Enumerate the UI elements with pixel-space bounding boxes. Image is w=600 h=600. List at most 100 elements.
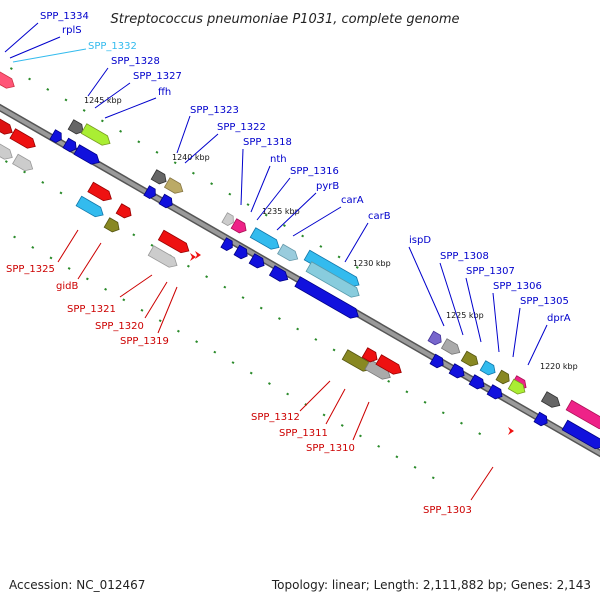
ruler-dot [355, 266, 359, 269]
gene-feature [565, 399, 600, 430]
gene-arrow [0, 114, 13, 135]
gene-arrow [73, 144, 100, 165]
ruler-dot [9, 67, 13, 70]
gene-feature [540, 391, 561, 408]
marker-arrow [190, 253, 196, 261]
leader-line [12, 48, 87, 63]
accession-text: Accession: NC_012467 [9, 578, 146, 592]
gene-arrow [479, 360, 496, 376]
gene-label-reverse: SPP_1325 [6, 264, 55, 275]
leader-line [276, 192, 317, 231]
gene-feature [49, 129, 62, 144]
ruler-dot [395, 455, 399, 459]
ruler-dot [155, 150, 159, 154]
gene-label-reverse: SPP_1321 [67, 304, 116, 315]
ruler-dot [150, 243, 154, 247]
ruler-dot [359, 434, 362, 438]
ruler-dot [100, 119, 104, 123]
ruler-dot [85, 277, 89, 281]
gene-label-reverse: SPP_1319 [120, 336, 169, 347]
ruler-dot [241, 296, 245, 300]
gene-label-forward: nth [270, 154, 287, 165]
gene-feature [9, 128, 36, 149]
gene-arrow [87, 181, 112, 202]
gene-arrow [9, 128, 36, 149]
gene-arrow [103, 217, 120, 233]
gene-feature [12, 153, 34, 172]
gene-arrow [277, 243, 299, 262]
gene-feature [507, 378, 526, 395]
gene-feature [103, 217, 120, 233]
gene-feature [150, 169, 167, 185]
gene-feature [0, 114, 13, 135]
gene-feature [533, 411, 548, 427]
gene-arrow [230, 218, 247, 234]
gene-arrow [427, 330, 442, 346]
gene-label-forward: ffh [158, 87, 171, 98]
gene-label-reverse: SPP_1303 [423, 505, 472, 516]
marker-arrow [508, 427, 514, 435]
ruler-dot [41, 181, 45, 184]
ruler-dot [122, 298, 126, 302]
gene-feature [294, 276, 359, 319]
gene-feature [429, 353, 444, 369]
gene-arrow [507, 378, 526, 395]
ruler-dot [387, 379, 391, 383]
gene-arrow [248, 253, 265, 269]
gene-feature [143, 185, 156, 200]
ruler-dot [67, 266, 71, 270]
ruler-dot [296, 327, 300, 331]
gene-label-reverse: SPP_1311 [279, 428, 328, 439]
gene-feature [375, 354, 402, 375]
gene-label-reverse: SPP_1310 [306, 443, 355, 454]
ruler-dot [23, 170, 27, 174]
gene-label-forward: SPP_1322 [217, 122, 266, 133]
gene-feature [0, 139, 13, 160]
gene-arrow [268, 265, 289, 282]
gene-arrow [448, 363, 465, 379]
gene-label-forward: ispD [409, 235, 431, 246]
ruler-dot [423, 400, 427, 404]
leader-line [439, 262, 464, 336]
leader-line [184, 133, 219, 164]
gene-feature [468, 374, 485, 390]
gene-arrow [220, 237, 233, 252]
gene-arrow [533, 411, 548, 427]
gene-feature [427, 330, 442, 346]
gene-arrow [303, 249, 360, 288]
gene-arrow [305, 261, 360, 298]
gene-label-reverse: SPP_1320 [95, 321, 144, 332]
leader-line [119, 274, 153, 298]
gene-arrow [540, 391, 561, 408]
gene-feature [0, 68, 15, 89]
ruler-dot [249, 371, 253, 375]
ruler-dot [413, 465, 417, 469]
gene-feature [115, 203, 132, 219]
gene-feature [73, 144, 100, 165]
ruler-dot [28, 77, 32, 81]
gene-label-forward: dprA [547, 313, 571, 324]
gene-feature [460, 350, 479, 367]
gene-feature [221, 212, 234, 227]
leader-line [299, 380, 331, 412]
leader-line [352, 401, 370, 441]
gene-feature [305, 261, 360, 298]
ruler-dot [259, 306, 263, 310]
ruler-dot [104, 287, 108, 291]
gene-label-forward: SPP_1308 [440, 251, 489, 262]
gene-arrow [561, 419, 600, 450]
kbp-marker: 1245 kbp [84, 96, 122, 105]
gene-label-forward: SPP_1306 [493, 281, 542, 292]
gene-arrow [565, 399, 600, 430]
ruler-dot [132, 233, 136, 237]
leader-line [144, 281, 168, 319]
gene-arrow [62, 137, 77, 153]
gene-feature [233, 244, 248, 260]
gene-feature [220, 237, 233, 252]
gene-label-forward: SPP_1323 [190, 105, 239, 116]
gene-feature [249, 227, 280, 250]
ruler-dot [49, 256, 53, 260]
gene-arrow [147, 245, 178, 268]
gene-arrow [221, 212, 234, 227]
